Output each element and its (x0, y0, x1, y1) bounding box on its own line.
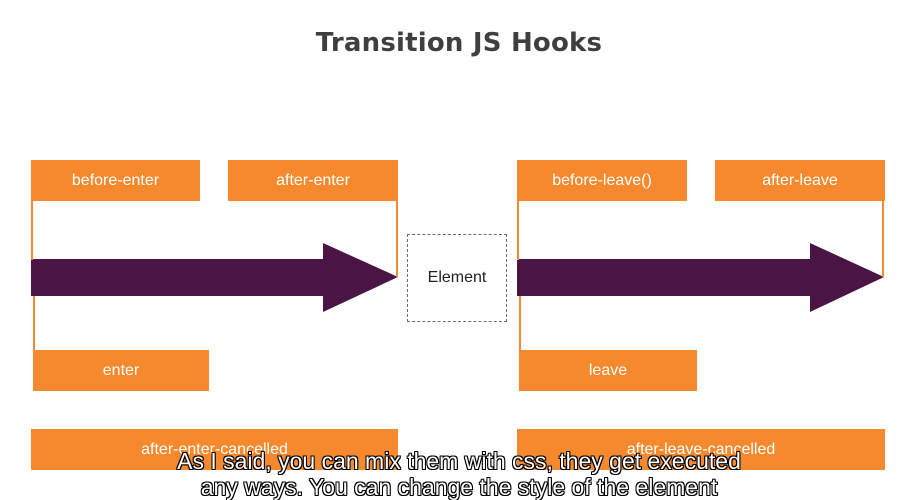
before-enter-box: before-enter (31, 160, 200, 201)
enter-box: enter (33, 350, 209, 391)
leave-box: leave (519, 350, 697, 391)
video-subtitle: As I said, you can mix them with css, th… (0, 448, 918, 500)
after-leave-connector (882, 200, 884, 277)
after-leave-cancelled-box: after-leave-cancelled (517, 429, 885, 470)
before-enter-connector (31, 200, 33, 260)
subtitle-line-2: any ways. You can change the style of th… (200, 474, 718, 500)
before-leave-connector (517, 200, 519, 260)
enter-arrow (31, 243, 398, 312)
leave-arrow (517, 243, 884, 312)
after-enter-box: after-enter (228, 160, 398, 201)
element-box: Element (407, 234, 507, 322)
leave-connector (519, 296, 521, 352)
after-leave-box: after-leave (715, 160, 885, 201)
before-leave-box: before-leave() (517, 160, 687, 201)
slide-title: Transition JS Hooks (315, 28, 603, 58)
enter-connector (33, 296, 35, 352)
after-enter-connector (396, 200, 398, 277)
subtitle-line-1: As I said, you can mix them with css, th… (177, 448, 741, 474)
after-enter-cancelled-box: after-enter-cancelled (31, 429, 398, 470)
